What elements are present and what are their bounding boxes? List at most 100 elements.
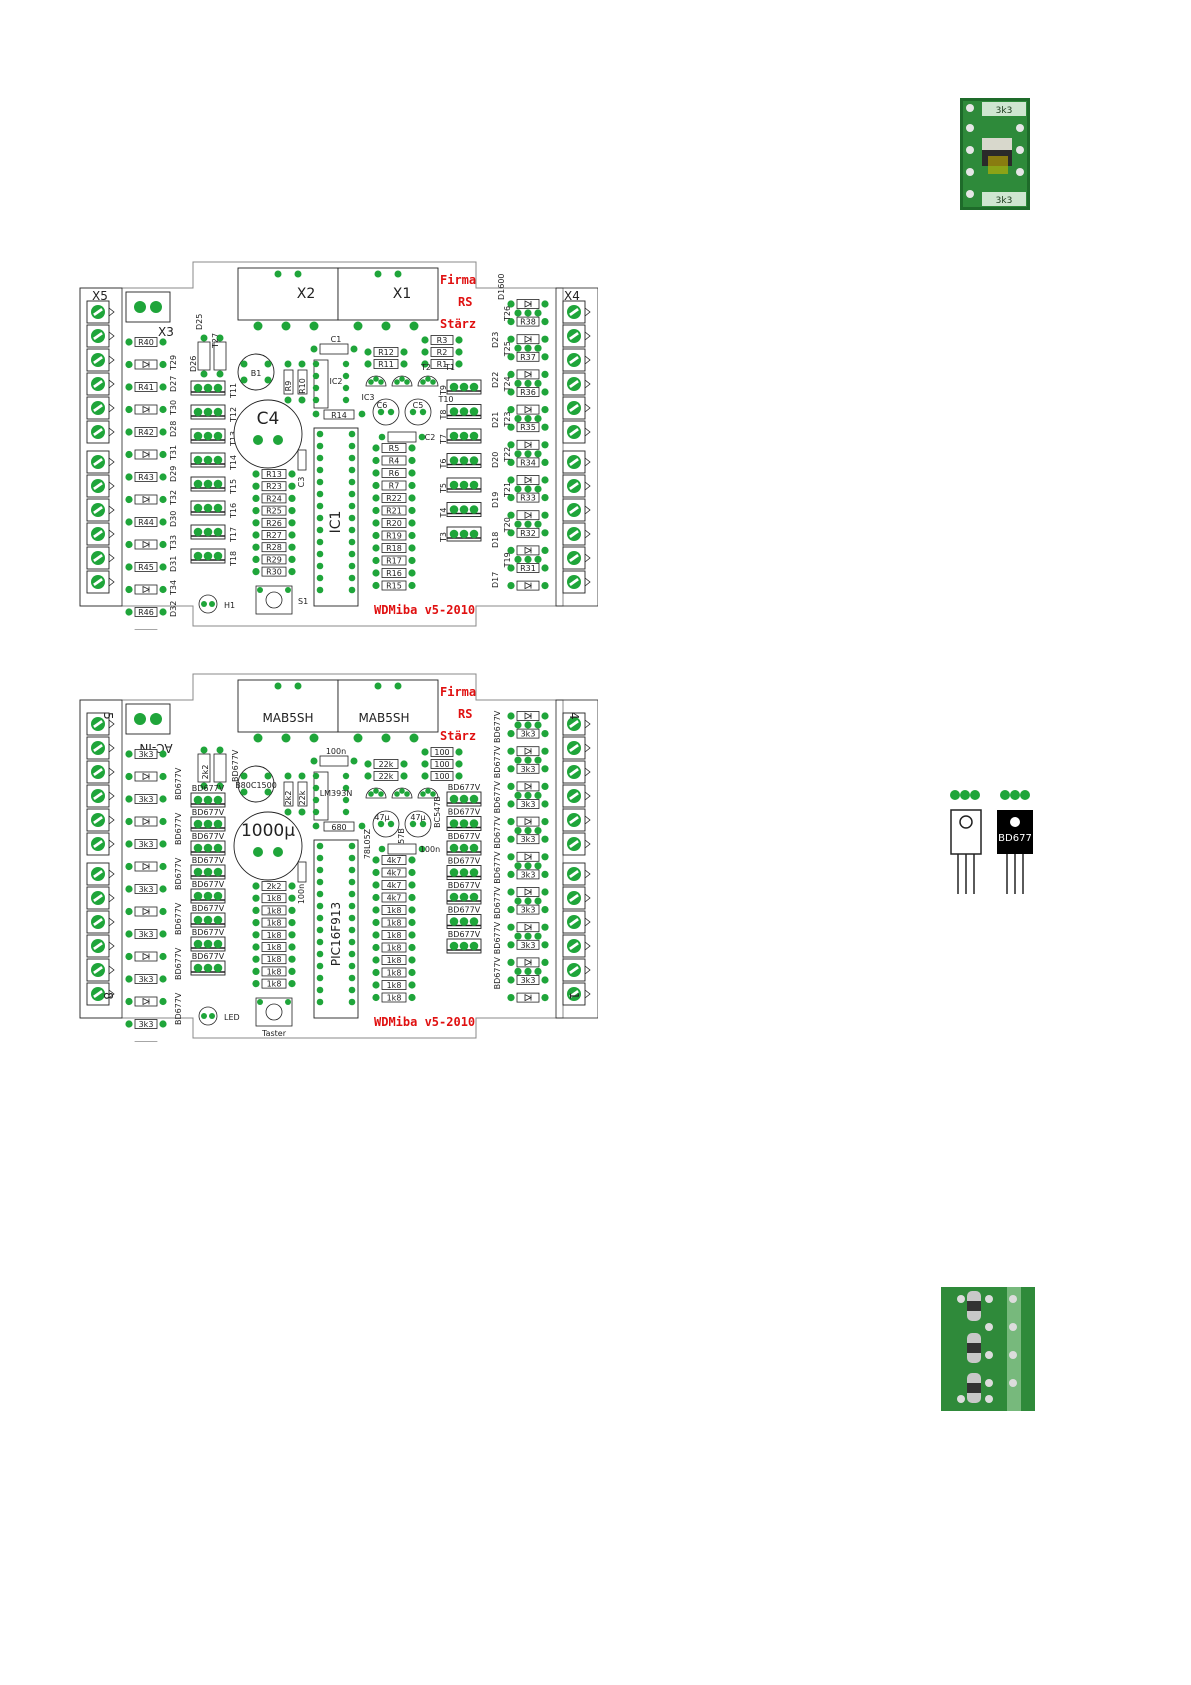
resistor-label: R46 — [138, 608, 154, 617]
solder-pad — [459, 431, 469, 441]
ic-label: IC2 — [329, 377, 342, 386]
solder-pad — [469, 868, 479, 877]
transistor-label: T20 — [503, 517, 512, 533]
solder-pad — [408, 868, 416, 877]
solder-pad — [348, 974, 356, 982]
solder-pad — [449, 431, 459, 441]
solder-pad — [469, 941, 479, 951]
solder-pad — [534, 791, 542, 799]
solder-pad — [408, 519, 416, 527]
diode-symbol — [142, 952, 150, 961]
solder-pad — [159, 518, 167, 526]
solder-pad — [507, 300, 515, 308]
solder-pad — [541, 853, 549, 861]
solder-pad — [469, 819, 479, 828]
diode-label: D23 — [491, 332, 500, 348]
solder-pad — [373, 376, 379, 382]
diode-body — [516, 580, 540, 591]
resistor-label: 1k8 — [387, 981, 402, 990]
solder-pad — [213, 527, 223, 537]
diode-body — [516, 957, 540, 968]
resistor-body — [516, 492, 540, 503]
solder-pad — [159, 428, 167, 436]
solder-pad — [159, 495, 167, 504]
connector-label: X3 — [158, 325, 174, 339]
solder-pad — [541, 582, 549, 590]
diode-symbol — [524, 511, 532, 519]
resistor-label: 1k8 — [267, 931, 282, 940]
diode-symbol — [524, 782, 532, 791]
solder-pad — [312, 360, 320, 368]
solder-pad — [514, 862, 522, 870]
solder-pad — [240, 772, 248, 780]
resistor-label: R17 — [386, 557, 402, 566]
solder-pad — [469, 529, 479, 539]
resistor-label: 1k8 — [267, 894, 282, 903]
resistor-body — [381, 980, 407, 990]
solder-pad — [240, 376, 248, 384]
solder-pad — [541, 335, 549, 343]
resistor-label: 3k3 — [521, 765, 536, 774]
resistor-body — [381, 530, 407, 541]
solder-pad — [541, 976, 549, 984]
solder-pad — [408, 856, 416, 864]
solder-pad — [284, 772, 292, 780]
solder-pad — [507, 441, 515, 449]
solder-pad — [193, 891, 203, 901]
solder-pad — [252, 980, 260, 988]
solder-pad — [316, 878, 324, 886]
solder-pad — [213, 383, 223, 393]
solder-pad — [159, 450, 167, 459]
resistor-body — [381, 505, 407, 516]
solder-pad — [213, 915, 223, 925]
solder-pad — [459, 794, 469, 804]
solder-pad — [316, 430, 324, 438]
solder-pad — [430, 379, 436, 385]
resistor-body — [516, 869, 540, 880]
solder-pad — [298, 772, 306, 780]
diode-label: D29 — [169, 466, 178, 482]
transistor-label: T14 — [229, 455, 238, 471]
pcb-layout-component-values: 5841AC-IN3k33k33k33k33k33k33k3BD677VBD67… — [79, 673, 598, 1042]
solder-pad — [419, 820, 427, 828]
solder-pad — [203, 551, 213, 561]
capacitor-label: C1 — [331, 335, 342, 344]
solder-pad — [281, 321, 291, 331]
solder-pad — [449, 794, 459, 804]
solder-pad — [312, 396, 320, 404]
solder-pad — [350, 757, 358, 765]
resistor-label: 1k8 — [387, 956, 402, 965]
solder-pad — [541, 529, 549, 537]
solder-pad — [316, 538, 324, 546]
solder-pad — [541, 353, 549, 361]
resistor-body — [373, 759, 399, 769]
solder-pad — [193, 455, 203, 465]
solder-pad — [507, 853, 515, 861]
pin-label: 8 — [101, 992, 115, 1000]
resistor-body — [134, 472, 158, 482]
resistor-body — [261, 493, 287, 504]
transistor-label: T15 — [229, 479, 238, 495]
solder-pad — [372, 956, 380, 964]
solder-pad — [408, 943, 416, 952]
transistor-label: BD677V — [192, 952, 225, 961]
transistor-label: BD677V — [448, 930, 481, 939]
solder-pad — [316, 938, 324, 946]
diode-symbol — [524, 370, 532, 379]
assembly-photo-bottom — [941, 1287, 1035, 1411]
solder-pad — [125, 495, 133, 504]
pin-label: 1 — [567, 992, 581, 1000]
solder-pad — [348, 550, 356, 558]
diode-body — [134, 404, 158, 415]
solder-pad — [284, 808, 292, 816]
solder-pad — [193, 407, 203, 417]
solder-pad — [514, 450, 522, 458]
solder-pad — [514, 756, 522, 764]
solder-pad — [125, 997, 133, 1006]
solder-pad — [312, 796, 320, 804]
resistor-label: 3k3 — [139, 930, 154, 939]
solder-pad — [193, 479, 203, 489]
solder-pad — [159, 997, 167, 1006]
resistor-body — [134, 839, 158, 849]
